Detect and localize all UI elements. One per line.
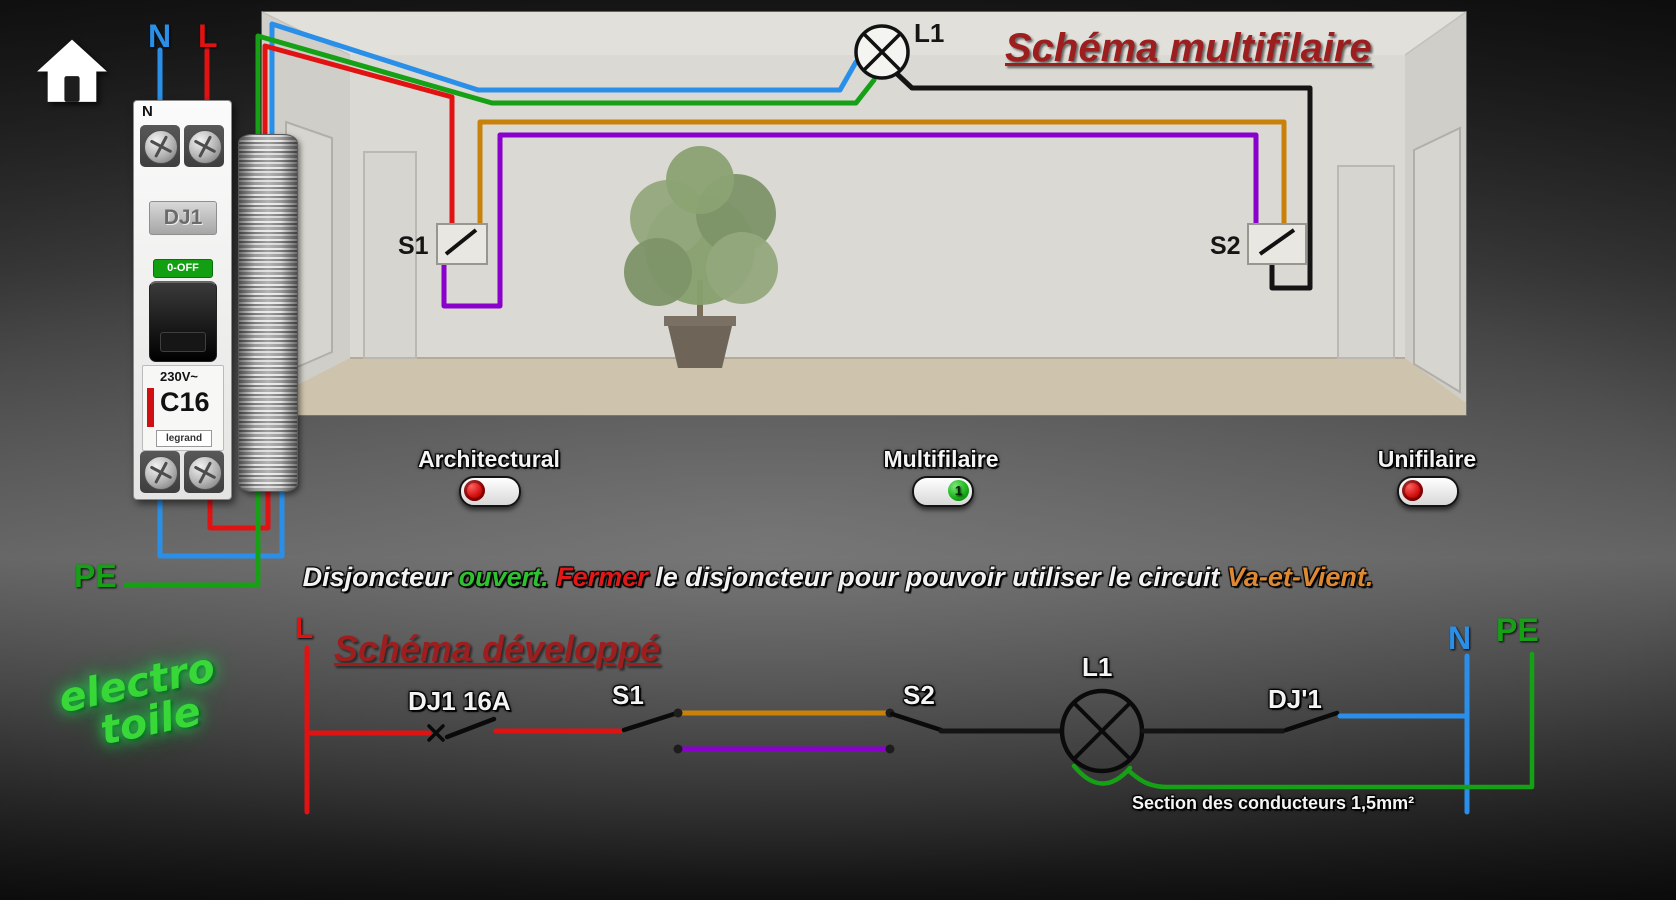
status-seg-3: Fermer <box>556 562 648 592</box>
dev-pe-line <box>1071 651 1535 790</box>
breaker-off-indicator: 0-OFF <box>153 259 213 278</box>
room-image <box>261 11 1467 416</box>
dev-breaker-open-contact <box>427 716 497 742</box>
screw-terminal <box>144 130 178 164</box>
toggle-unifilaire-label: Unifilaire <box>1377 446 1477 472</box>
toggle-architectural-knob <box>464 480 485 501</box>
breaker-rating: C16 <box>160 387 210 417</box>
switch-s1-label: S1 <box>398 232 429 260</box>
toggle-unifilaire[interactable] <box>1397 476 1459 507</box>
pe-wire-room <box>255 33 877 151</box>
screw-terminal <box>188 456 222 490</box>
status-seg-4: le disjoncteur pour pouvoir utiliser le … <box>647 562 1227 592</box>
breaker-rating-plate: 230V~ C16 legrand <box>142 365 224 451</box>
supply-live-label: L <box>198 18 218 54</box>
status-seg-5: Va-et-Vient. <box>1226 562 1374 592</box>
dev-breaker-label: DJ1 16A <box>408 686 511 716</box>
dev-neutral-breaker-label: DJ'1 <box>1268 684 1322 714</box>
breaker-voltage: 230V~ <box>160 369 198 384</box>
switch-s2-room[interactable] <box>1247 223 1307 265</box>
toggle-multifilaire-knob: 1 <box>948 480 969 501</box>
dev-s2-label: S2 <box>903 680 935 710</box>
terminal-plate <box>140 451 180 493</box>
pe-feed-line <box>123 489 261 588</box>
dev-lamp-label: L1 <box>1082 652 1113 682</box>
toggle-architectural-label: Architectural <box>418 446 560 472</box>
status-message: Disjoncteur ouvert. Fermer le disjoncteu… <box>0 562 1676 593</box>
lamp-l1-label: L1 <box>914 18 945 48</box>
lamp-symbol-room <box>854 24 910 80</box>
live-wire-room <box>262 43 455 229</box>
toggle-multifilaire-label: Multifilaire <box>883 446 999 472</box>
breaker-n-marking: N <box>142 103 153 120</box>
terminal-plate <box>184 125 224 167</box>
neutral-wire-room <box>269 21 859 151</box>
dev-s1-lever <box>621 711 677 733</box>
shuttle-wire-orange <box>477 119 1287 243</box>
dev-pe-label: PE <box>1496 612 1539 648</box>
home-icon <box>37 39 107 102</box>
breaker-brand: legrand <box>156 430 212 447</box>
terminal-plate <box>184 451 224 493</box>
conductor-section-note: Section des conducteurs 1,5mm² <box>1132 793 1415 813</box>
plant <box>624 146 778 368</box>
back-wall-door-left <box>363 151 417 359</box>
home-button[interactable] <box>34 32 110 108</box>
toggle-unifilaire-knob <box>1402 480 1423 501</box>
dev-neutral-breaker-lever <box>1283 710 1340 733</box>
status-seg-1: Disjoncteur <box>302 562 459 592</box>
toggle-multifilaire[interactable]: 1 <box>912 476 974 507</box>
supply-pe-label: PE <box>74 558 117 594</box>
developed-title: Schéma développé <box>334 628 661 669</box>
dev-lamp-symbol <box>1059 688 1145 774</box>
multifilaire-title: Schéma multifilaire <box>1005 26 1372 70</box>
switch-s1-room[interactable] <box>436 223 488 265</box>
live-loop-bottom <box>207 489 271 531</box>
dev-s1-label: S1 <box>612 680 644 710</box>
lamp-wire-black <box>892 69 1313 291</box>
dev-live-line <box>304 645 623 815</box>
shuttle-wire-purple <box>441 132 1259 309</box>
dev-s2-lever <box>889 711 944 733</box>
circuit-breaker-device: N DJ1 0-OFF 230V~ C16 legrand <box>133 100 232 500</box>
neutral-loop-bottom <box>157 489 285 559</box>
right-wall-door <box>1413 126 1461 394</box>
breaker-lever-notch <box>160 332 206 352</box>
screw-terminal <box>144 456 178 490</box>
toggle-architectural[interactable] <box>459 476 521 507</box>
dev-neutral-label: N <box>1448 620 1472 656</box>
status-seg-2: ouvert. <box>458 562 557 592</box>
dev-live-label: L <box>295 612 314 645</box>
breaker-name-plate: DJ1 <box>149 201 217 235</box>
breaker-lever[interactable] <box>149 281 217 362</box>
screw-terminal <box>188 130 222 164</box>
terminal-plate <box>140 125 180 167</box>
switch-s2-label: S2 <box>1210 232 1241 260</box>
breaker-red-bar <box>147 388 154 427</box>
back-wall-door-right <box>1337 165 1395 359</box>
flexible-conduit <box>238 134 298 492</box>
supply-neutral-label: N <box>148 18 172 54</box>
